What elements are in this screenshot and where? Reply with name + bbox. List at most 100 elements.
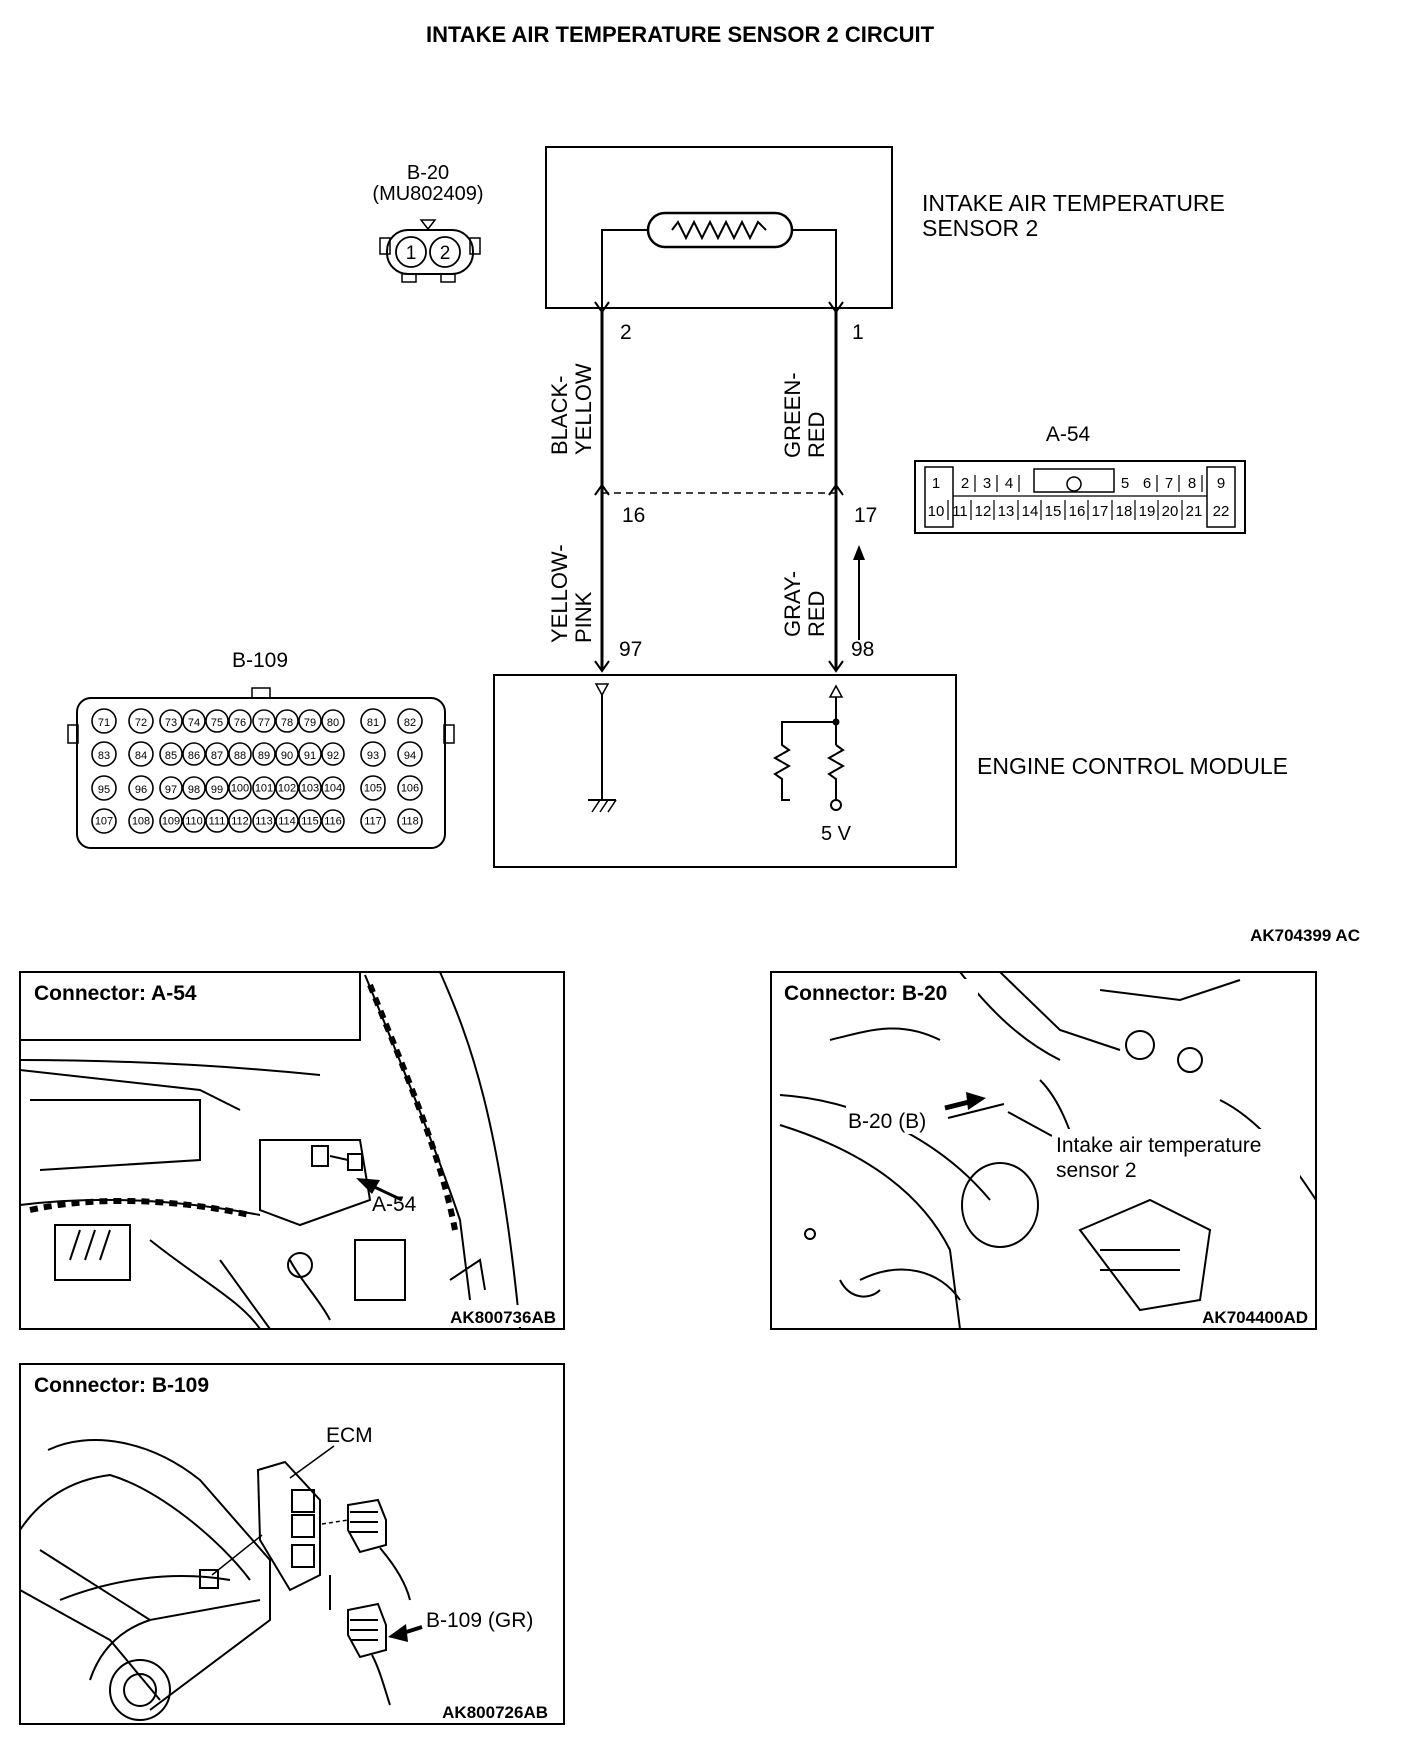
b109-pin: 110 [185,816,203,828]
a54-pin: 9 [1217,475,1225,492]
b109-pin: 89 [258,750,270,762]
ecm-input-triangle-right [828,684,844,698]
panel-b109: Connector: B-109 ECM B-109 (GR) AK800726… [19,1363,565,1725]
sensor-pin-left: 2 [620,321,632,344]
a54-pin: 10 [928,503,945,520]
ecm-box [493,674,957,868]
b109-pin-socket [205,776,229,800]
b109-pin-socket [228,809,252,833]
b109-pin: 92 [327,750,339,762]
connector-b20-face: 1 2 [379,219,481,283]
a54-pin: 7 [1165,475,1173,492]
b109-pin-socket [159,809,183,833]
a54-pin: 21 [1186,503,1203,520]
b109-pin-socket [397,708,423,734]
ecm-label: ENGINE CONTROL MODULE [977,753,1288,779]
b109-pin-socket [182,709,206,733]
wire-label-black-yellow-2: YELLOW [571,363,596,455]
b20-id: B-20 [407,162,449,184]
b109-pin-socket [252,776,276,800]
b109-pin-socket [159,709,183,733]
ecm-voltage: 5 V [821,823,852,845]
a54-pin: 15 [1045,503,1062,520]
a54-pin: 19 [1139,503,1156,520]
a54-pin: 4 [1005,475,1013,492]
b109-pin: 79 [304,717,316,729]
b109-pin: 87 [211,750,223,762]
b109-pin-socket [91,775,117,801]
b109-pin-socket [321,709,345,733]
b109-pin-socket [182,776,206,800]
a54-pin: 3 [983,475,991,492]
b109-pin: 105 [364,783,382,795]
panel-a54-title: Connector: A-54 [34,982,197,1005]
b109-pin: 74 [188,717,200,729]
diagram-code: AK704399 AC [1250,926,1360,945]
b109-pin: 101 [255,783,273,795]
b109-pin: 100 [231,783,249,795]
b109-pin: 84 [135,750,147,762]
b109-pin: 112 [231,816,249,828]
b109-pin-socket [360,741,386,767]
b109-pin-socket [360,775,386,801]
wire-label-gray-red-2: RED [804,591,829,637]
b109-pin: 103 [301,783,319,795]
b109-pin: 77 [258,717,270,729]
b109-pin-socket [228,742,252,766]
a54-pin: 1 [932,475,940,492]
wire-label-gray-red-1: GRAY- [780,571,805,637]
b109-pin-socket [252,709,276,733]
a54-pin: 2 [961,475,969,492]
b109-pin-socket [128,808,154,834]
sensor-lead-left [601,229,648,318]
b109-pin: 81 [367,717,379,729]
b109-pin: 97 [165,784,177,796]
b109-pin: 71 [98,717,110,729]
diagram-title: INTAKE AIR TEMPERATURE SENSOR 2 CIRCUIT [426,22,935,47]
a54-pin: 18 [1116,503,1133,520]
a54-pin: 12 [975,503,992,520]
b109-pin-socket [228,709,252,733]
a54-pin: 11 [952,503,968,520]
panel-b20: Connector: B-20 B-20 (B) Intake air temp… [770,971,1317,1330]
panel-b20-callout2-line2: sensor 2 [1056,1159,1137,1182]
b109-pin-socket [397,775,423,801]
sensor-label-line2: SENSOR 2 [922,215,1038,241]
panel-b20-callout: B-20 (B) [848,1110,926,1133]
thermistor-symbol [646,211,794,249]
b109-pin-socket [128,741,154,767]
b109-pin-socket [91,741,117,767]
panel-b109-code: AK800726AB [442,1703,548,1722]
b109-pin: 107 [95,816,113,828]
a54-id: A-54 [1046,423,1091,446]
b109-pin-socket [397,808,423,834]
b109-pin: 91 [304,750,316,762]
b109-pin: 76 [234,717,246,729]
b109-pin: 88 [234,750,246,762]
a54-pin: 6 [1143,475,1151,492]
b20-pin-1: 1 [406,243,417,264]
b109-pin: 73 [165,717,177,729]
b109-pin-socket [91,708,117,734]
b109-pin: 96 [135,784,147,796]
connector-arrows [594,301,844,673]
b109-pin-socket [128,708,154,734]
b109-pin-socket [91,808,117,834]
ecm-input-triangle-left [594,683,610,697]
sensor-box [545,146,893,309]
b109-id: B-109 [232,649,288,672]
b109-pin-socket [298,742,322,766]
b109-pin-socket [252,809,276,833]
b109-pin: 86 [188,750,200,762]
b109-pin-socket [275,809,299,833]
a54-pin: 20 [1162,503,1179,520]
b20-part: (MU802409) [372,183,483,205]
b109-pin-socket [298,809,322,833]
b109-pin: 102 [278,783,296,795]
b109-pin: 104 [324,783,342,795]
a54-pin: 17 [1092,503,1109,520]
ground-hatch [591,799,617,813]
